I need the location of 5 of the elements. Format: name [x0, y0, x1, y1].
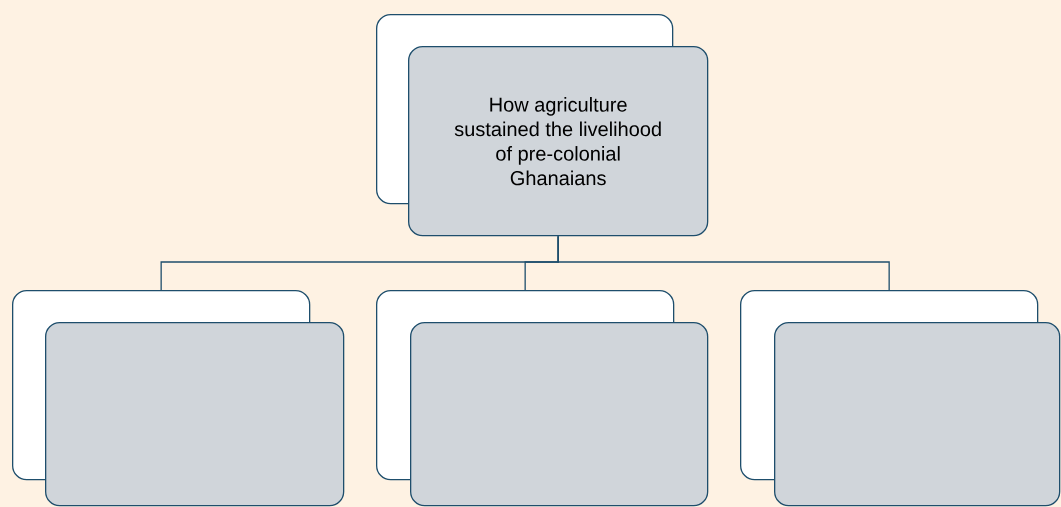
stacked-box	[740, 290, 1061, 507]
stacked-box: How agriculture sustained the livelihood of pre-colonial Ghanaians	[376, 14, 709, 237]
stacked-box	[12, 290, 345, 507]
connector	[557, 235, 890, 291]
stacked-box	[376, 290, 709, 507]
